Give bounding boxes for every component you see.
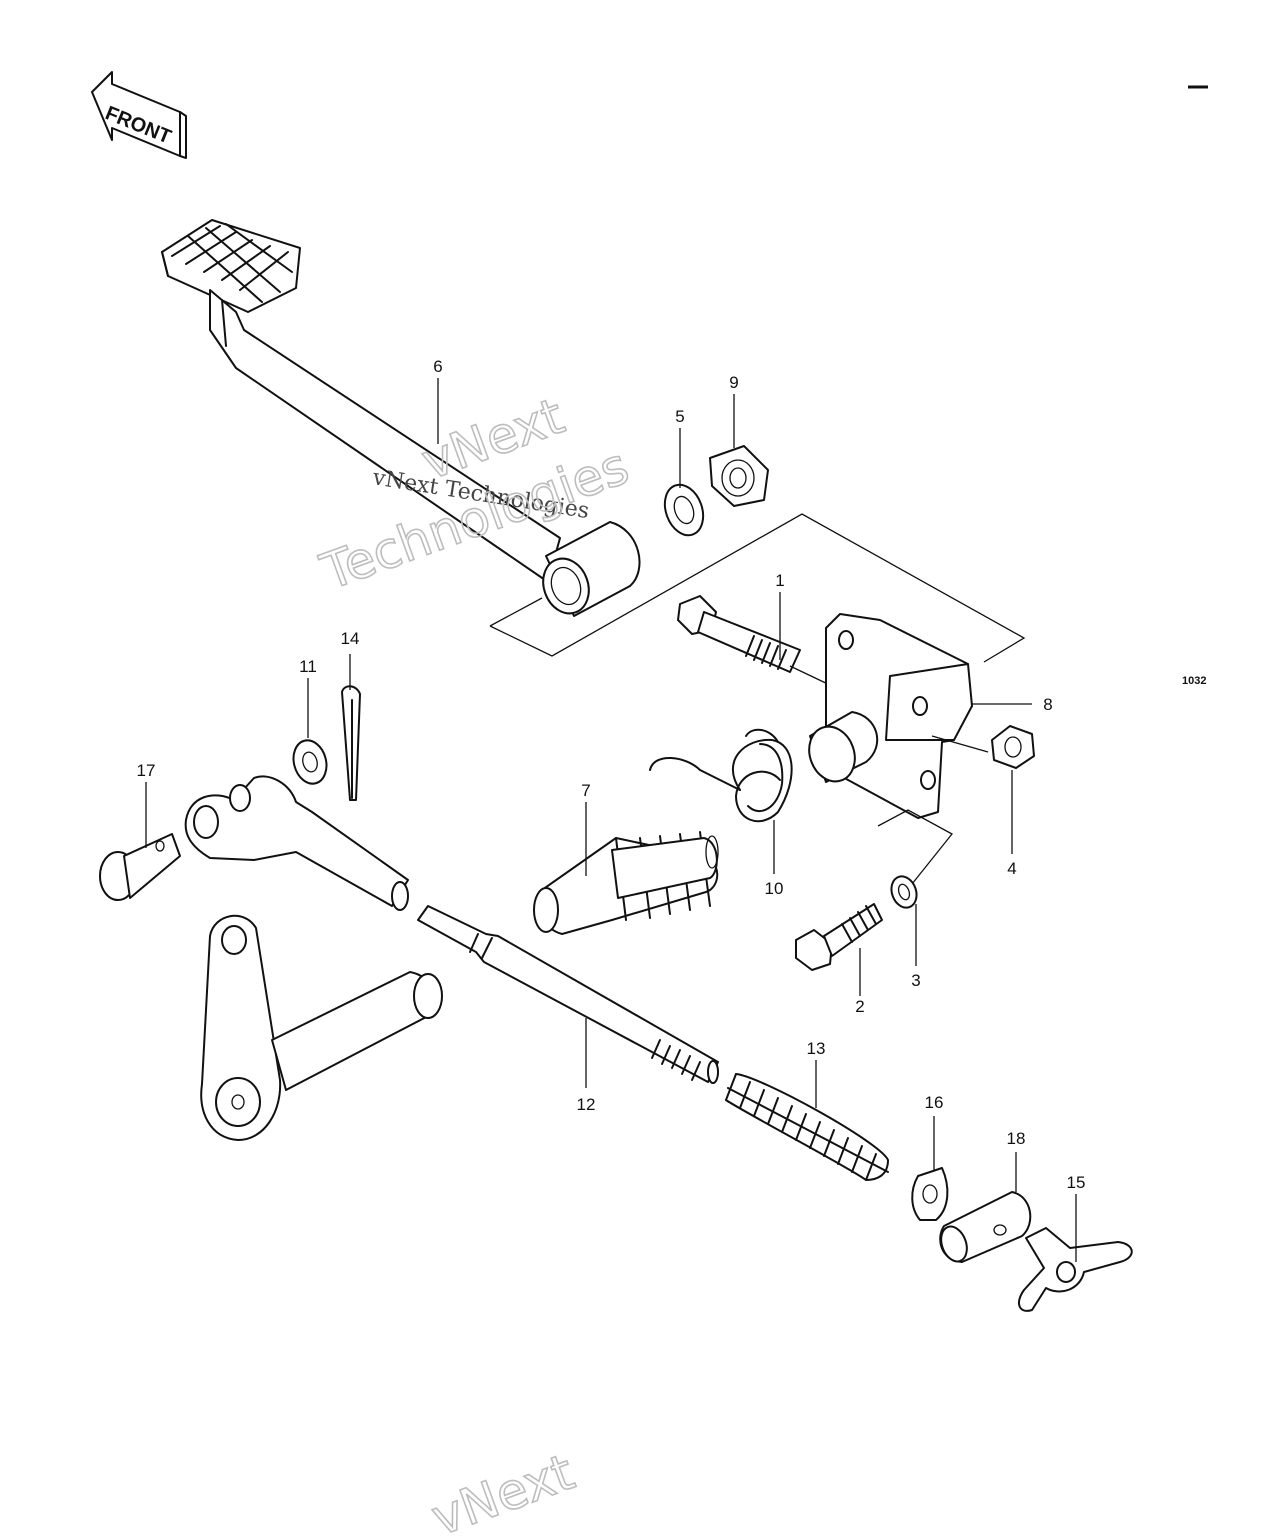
part-callouts: 1 2 3 4 5 6 7 8 9 10 11 12 13 14 15 16 1 xyxy=(137,357,1086,1262)
part-label-16: 16 xyxy=(925,1093,944,1112)
part-label-15: 15 xyxy=(1067,1173,1086,1192)
part-label-11: 11 xyxy=(299,657,317,676)
nut-4 xyxy=(991,725,1035,769)
bracket-guide-line xyxy=(877,809,953,885)
part-label-8: 8 xyxy=(1043,695,1052,714)
part-label-9: 9 xyxy=(729,373,738,392)
part-label-4: 4 xyxy=(1007,859,1016,878)
part-label-17: 17 xyxy=(137,761,156,780)
part-label-14: 14 xyxy=(341,629,360,648)
part-label-13: 13 xyxy=(807,1039,826,1058)
watermark-bottom: vNext xyxy=(424,1443,581,1536)
clevis-rod-end xyxy=(184,775,409,911)
part-label-6: 6 xyxy=(433,357,442,376)
washer-16 xyxy=(911,1167,949,1221)
compression-spring-13 xyxy=(725,1073,889,1181)
adjuster-pin-18 xyxy=(939,1191,1032,1263)
wing-nut-15 xyxy=(1017,1227,1133,1312)
brake-rod-12 xyxy=(417,905,719,1084)
return-spring-10 xyxy=(649,728,793,823)
front-arrow-icon: FRONT xyxy=(91,71,187,159)
assembly-guide-line xyxy=(489,513,1026,663)
bolt-2 xyxy=(795,903,883,971)
part-label-18: 18 xyxy=(1007,1129,1026,1148)
cotter-pin-14 xyxy=(341,685,361,801)
part-label-12: 12 xyxy=(577,1095,596,1114)
brake-pedal xyxy=(161,219,641,617)
lock-washer-3 xyxy=(890,875,918,909)
washer-11 xyxy=(292,739,328,785)
part-label-1: 1 xyxy=(775,571,784,590)
brake-lever-arm xyxy=(200,914,443,1141)
part-label-7: 7 xyxy=(581,781,590,800)
bracket-8 xyxy=(808,613,989,819)
pivot-shaft-7 xyxy=(533,831,719,935)
part-label-10: 10 xyxy=(765,879,784,898)
reference-code: 1032 xyxy=(1182,675,1206,687)
washer-5 xyxy=(663,483,705,537)
bolt-1 xyxy=(677,595,833,687)
cap-nut-9 xyxy=(709,445,769,507)
part-label-2: 2 xyxy=(855,997,864,1016)
clevis-pin-17 xyxy=(99,833,181,901)
part-label-3: 3 xyxy=(911,971,920,990)
part-label-5: 5 xyxy=(675,407,684,426)
